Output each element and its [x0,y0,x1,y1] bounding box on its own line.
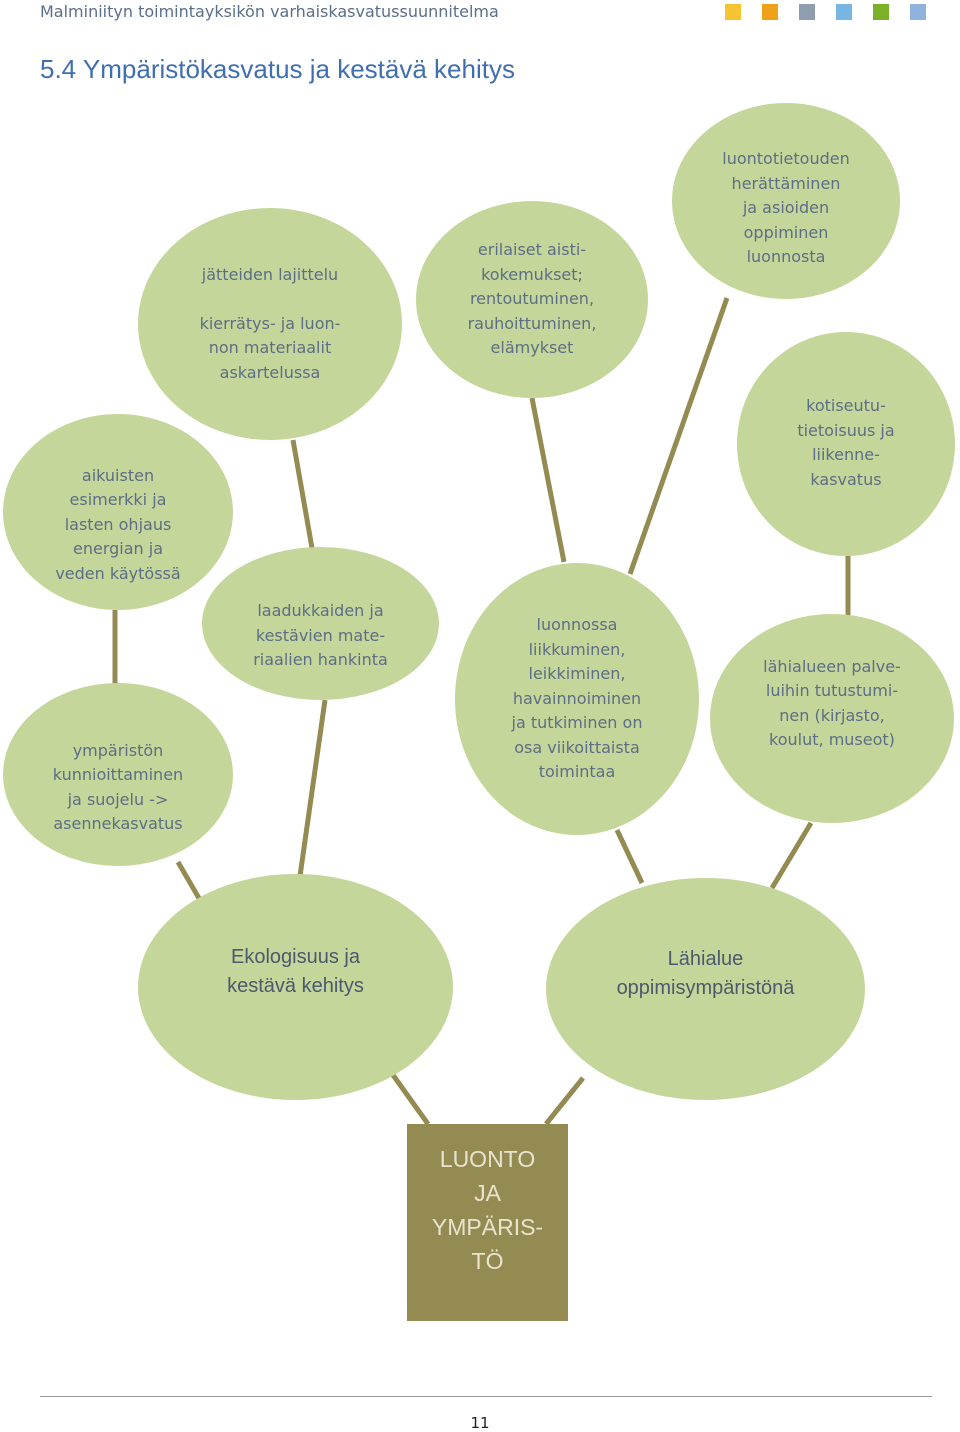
bubble-text: erilaiset aisti- kokemukset; rentoutumin… [467,240,597,358]
branch-luonnossa [614,828,645,885]
bubble-jatteiden-lajittelu: jätteiden lajittelu kierrätys- ja luon- … [138,208,402,440]
color-square-3 [799,4,815,20]
bubble-text: aikuisten esimerkki ja lasten ohjaus ene… [55,465,181,583]
branch-luontotieto [627,297,730,575]
color-square-2 [762,4,778,20]
branch-jatteet [290,439,315,549]
color-square-1 [725,4,741,20]
document-header: Malminiityn toimintayksikön varhaiskasva… [40,2,499,21]
bubble-text: Lähialue oppimisympäristönä [616,948,795,999]
bubble-aikuisten-esimerkki: aikuisten esimerkki ja lasten ohjaus ene… [3,414,233,610]
color-square-4 [836,4,852,20]
branch-trunk-right [544,1076,585,1126]
bubble-lahialue: Lähialue oppimisympäristönä [546,878,865,1100]
color-square-5 [873,4,889,20]
bubble-kotiseutu: kotiseutu- tietoisuus ja liikenne- kasva… [737,332,955,556]
bubble-ympariston-kunnioittaminen: ympäristön kunnioittaminen ja suojelu ->… [3,683,233,866]
bubble-text: ympäristön kunnioittaminen ja suojelu ->… [52,740,184,834]
branch-aisti [529,397,567,563]
bubble-aistikokemukset: erilaiset aisti- kokemukset; rentoutumin… [416,201,648,398]
branch-ymparisto [175,860,203,902]
branch-trunk-left [390,1073,431,1126]
color-square-6 [910,4,926,20]
section-title: 5.4 Ympäristökasvatus ja kestävä kehitys [40,54,515,84]
tree-trunk: LUONTO JA YMPÄRIS- TÖ [407,1124,568,1321]
branch-laadukkaat [297,699,328,877]
bubble-text: luonnossa liikkuminen, leikkiminen, hava… [511,615,643,782]
bubble-text: kotiseutu- tietoisuus ja liikenne- kasva… [797,396,895,489]
bubble-laadukkaat-materiaalit: laadukkaiden ja kestävien mate- riaalien… [202,547,439,700]
bubble-text: laadukkaiden ja kestävien mate- riaalien… [253,601,388,669]
page-number: 11 [470,1414,490,1432]
bubble-text: lähialueen palve- luihin tutustumi- nen … [763,656,901,750]
footer-rule [40,1396,932,1397]
bubble-text: luontotietouden herättäminen ja asioiden… [722,149,850,266]
branch-lahialue-palvelut [769,821,814,890]
trunk-label: LUONTO JA YMPÄRIS- TÖ [431,1146,544,1274]
bubble-ekologisuus: Ekologisuus ja kestävä kehitys [138,874,453,1100]
bubble-lahialueen-palvelut: lähialueen palve- luihin tutustumi- nen … [710,614,954,823]
bubble-text: Ekologisuus ja kestävä kehitys [227,946,364,997]
bubble-luontotietous: luontotietouden herättäminen ja asioiden… [672,103,900,299]
header-color-squares [725,4,926,20]
bubble-text: jätteiden lajittelu kierrätys- ja luon- … [199,264,341,382]
bubble-luonnossa-liikkuminen: luonnossa liikkuminen, leikkiminen, hava… [455,563,699,835]
